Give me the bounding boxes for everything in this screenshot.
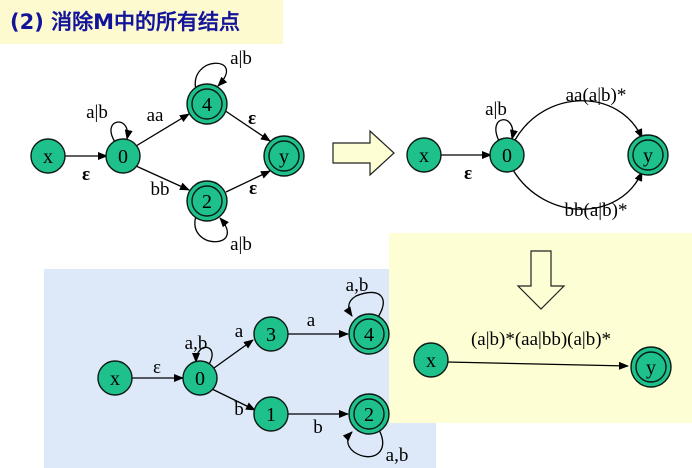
node-r-0-label: 0 <box>502 145 512 167</box>
label-r-x-0: ε <box>464 163 472 184</box>
node-f-y: y <box>630 346 672 388</box>
node-b-4: 4 <box>348 313 390 355</box>
label-x-0: ε <box>82 164 90 185</box>
transform-arrow-down <box>516 250 566 310</box>
transform-arrow-right <box>332 129 395 177</box>
edge-0-4 <box>135 113 190 147</box>
node-b-3: 3 <box>253 316 289 352</box>
label-0-2: bb <box>151 179 170 200</box>
label-b-x-0: ε <box>153 357 161 378</box>
node-b-2: 2 <box>348 393 390 435</box>
node-b-2-label: 2 <box>364 404 374 426</box>
edge-0-2 <box>135 165 190 191</box>
label-2-y: ε <box>249 178 257 199</box>
node-r-y: y <box>627 134 669 176</box>
node-b-0-label: 0 <box>195 368 205 390</box>
label-b-3-4: a <box>307 310 316 331</box>
edge-f-x-y <box>446 361 629 370</box>
label-r-bottom: bb(a|b)* <box>565 200 628 221</box>
loop-4 <box>194 62 228 91</box>
node-f-x-label: x <box>426 350 436 372</box>
node-b-x-label: x <box>110 368 120 390</box>
label-b-1-2: b <box>313 417 323 438</box>
node-b-x: x <box>97 360 133 396</box>
loop-0 <box>110 121 133 143</box>
node-r-x: x <box>406 137 442 173</box>
node-b-3-label: 3 <box>266 324 276 346</box>
diagram-right: x 0 y ε a|b aa(a|b)* bb(a|b)* <box>406 85 669 221</box>
label-r-loop-0: a|b <box>485 99 507 120</box>
node-b-1: 1 <box>253 396 289 432</box>
node-y-label: y <box>279 146 289 168</box>
node-f-x: x <box>413 342 449 378</box>
diagram-left: x 0 4 2 y ε a|b aa bb a|b a|b ε ε <box>30 48 305 255</box>
node-0: 0 <box>105 138 141 174</box>
label-loop-0: a|b <box>86 102 108 123</box>
label-0-4: aa <box>147 105 164 126</box>
loop-b-0 <box>192 346 213 367</box>
node-x-label: x <box>43 146 53 168</box>
label-b-0-3: a <box>235 321 244 342</box>
node-0-label: 0 <box>118 146 128 168</box>
node-r-y-label: y <box>643 145 653 167</box>
label-f-x-y: (a|b)*(aa|bb)(a|b)* <box>471 329 611 350</box>
node-b-0: 0 <box>182 360 218 396</box>
diagram-final: x y (a|b)*(aa|bb)(a|b)* <box>413 329 672 388</box>
node-b-1-label: 1 <box>266 404 276 426</box>
edge-b-0-3 <box>213 339 254 369</box>
edge-2-y <box>225 170 271 193</box>
node-4-label: 4 <box>202 94 212 116</box>
loop-b-2 <box>342 427 384 458</box>
diagram-bottom: x 0 3 4 1 2 ε a,b a a a,b b b a,b <box>97 275 409 466</box>
label-loop-4: a|b <box>230 48 252 69</box>
node-y: y <box>263 135 305 177</box>
edge-r-top <box>514 100 643 141</box>
label-4-y: ε <box>248 108 256 129</box>
label-b-0-1: b <box>234 399 244 420</box>
edge-b-0-1 <box>211 388 256 411</box>
edge-r-bottom <box>512 169 643 210</box>
label-b-loop-0: a,b <box>185 333 208 354</box>
page-title: (2) 消除M中的所有结点 <box>10 10 241 34</box>
node-b-4-label: 4 <box>364 324 374 346</box>
label-b-loop-4: a,b <box>346 275 369 296</box>
node-f-y-label: y <box>646 357 656 379</box>
label-b-loop-2: a,b <box>386 445 409 466</box>
node-2: 2 <box>186 180 228 222</box>
title-bar <box>0 0 283 44</box>
node-2-label: 2 <box>202 191 212 213</box>
label-r-top: aa(a|b)* <box>566 85 627 106</box>
loop-r-0 <box>495 119 518 142</box>
loop-b-4 <box>343 291 384 321</box>
label-loop-2: a|b <box>230 234 252 255</box>
node-x: x <box>30 138 66 174</box>
node-r-x-label: x <box>419 145 429 167</box>
node-4: 4 <box>186 83 228 125</box>
loop-2 <box>194 215 229 243</box>
node-r-0: 0 <box>489 137 525 173</box>
edge-4-y <box>223 109 271 142</box>
